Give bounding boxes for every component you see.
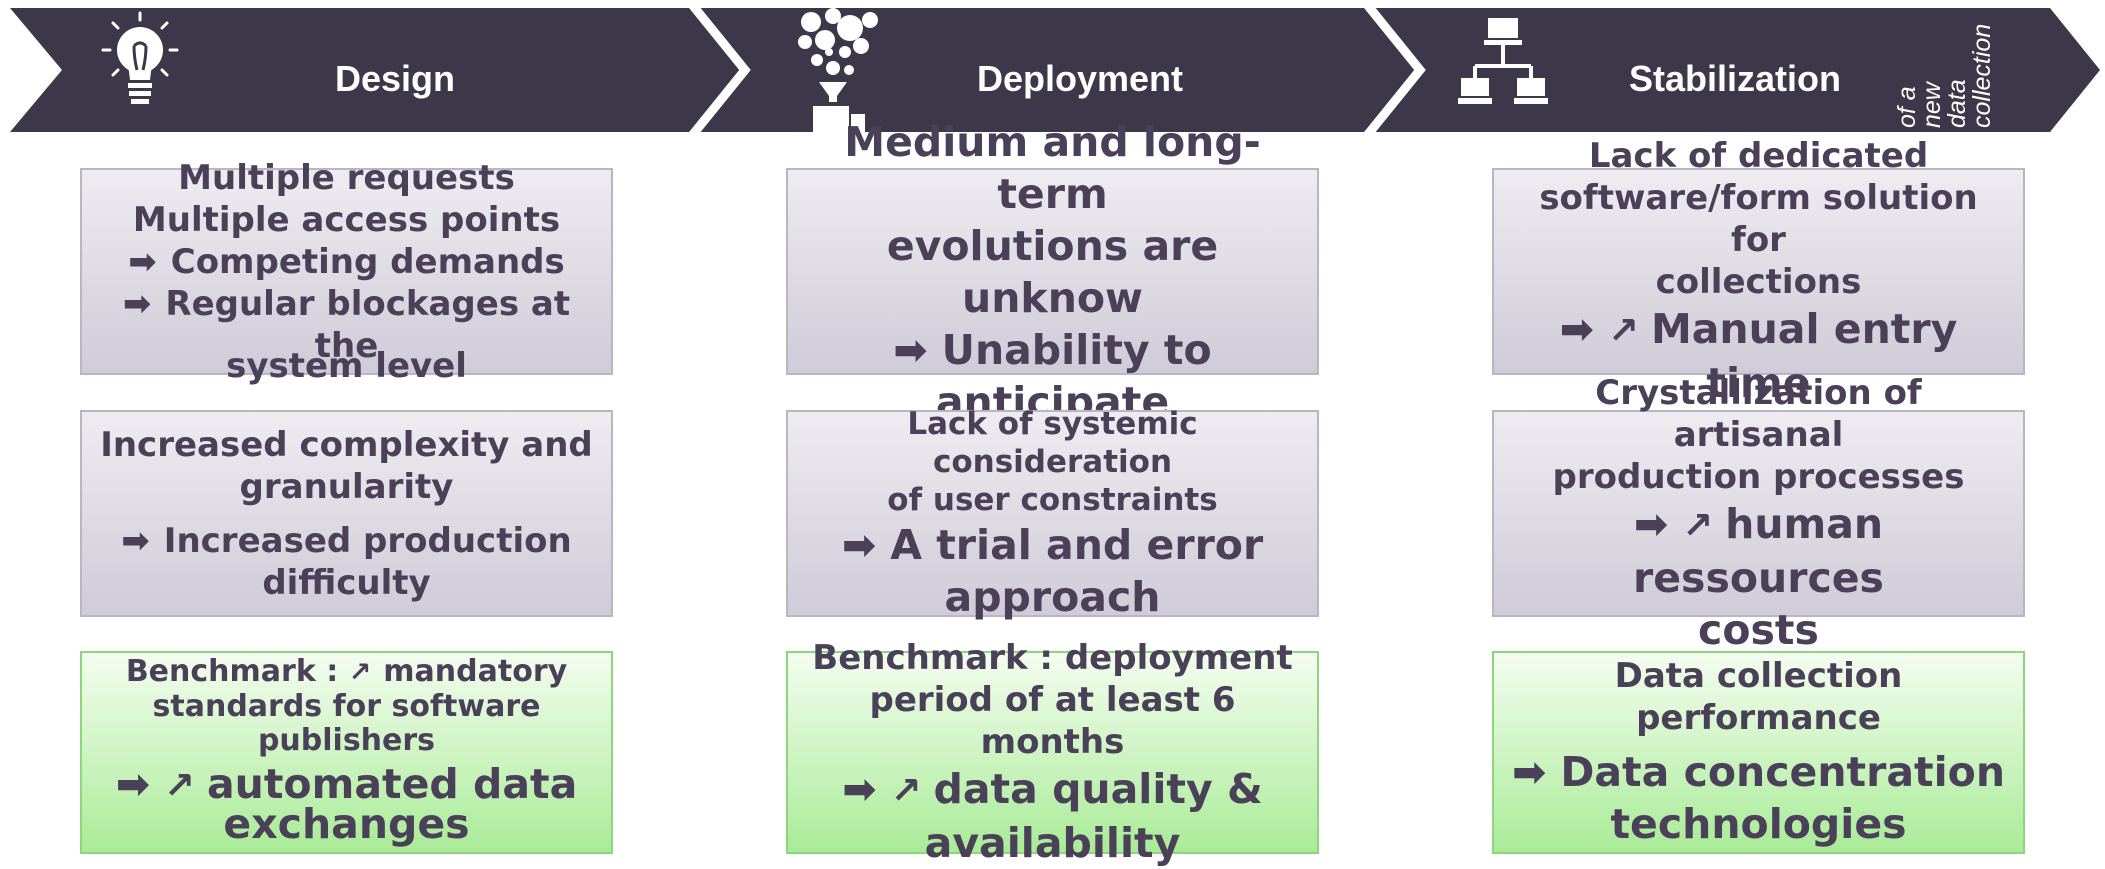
arrow-icon: ➡ [1633, 499, 1669, 548]
box-line: collections [1655, 261, 1862, 302]
box-line-text: Benchmark : [125, 654, 339, 689]
arrow-icon: ➡ [841, 520, 877, 569]
increase-arrow-icon: ↗ [348, 657, 372, 688]
box-line: Benchmark : ↗ mandatory [126, 655, 567, 690]
box-line: Benchmark : deployment [812, 637, 1293, 678]
box-line: granularity [239, 466, 454, 507]
box-line: Lack of systemic consideration [907, 405, 1198, 480]
deployment-issue-box-1: Medium and long-term evolutions are unkn… [786, 118, 1319, 426]
box-line: costs [1698, 605, 1819, 654]
side-note: of a new data collection [1893, 8, 2025, 128]
phase-title-stabilization: Stabilization [1628, 58, 1841, 99]
side-note-line: new [1918, 82, 1946, 128]
data-funnel-icon [798, 8, 878, 140]
box-line: ➡ ↗data quality & [842, 763, 1263, 817]
phase-banner [10, 0, 2100, 140]
arrow-icon: ➡ [122, 283, 152, 324]
box-line-text: data quality & [933, 764, 1263, 813]
stabilization-benchmark-box: Data collection performance ➡ Data concen… [1492, 651, 2025, 854]
lightbulb-icon [101, 11, 179, 104]
box-line: approach [944, 572, 1161, 621]
box-line: ➡ Increased production [121, 520, 571, 562]
box-line: of user constraints [887, 481, 1218, 518]
box-line: technologies [1610, 800, 1907, 848]
box-line-text: human ressources [1633, 499, 1884, 602]
box-line-text: Competing demands [170, 241, 565, 282]
box-line: Lack of dedicated [1588, 135, 1929, 176]
box-line: exchanges [223, 800, 470, 848]
design-issue-box-2: Increased complexity and granularity ➡ In… [80, 410, 613, 617]
network-icon [1458, 18, 1548, 104]
arrow-icon: ➡ [121, 520, 150, 561]
box-line-text: automated data [206, 760, 578, 808]
side-note-line: data [1943, 79, 1971, 128]
box-line-text: Regular blockages at the [165, 283, 571, 366]
arrow-icon: ➡ [842, 764, 877, 813]
box-line: availability [924, 818, 1181, 867]
box-line: ➡ A trial and error [842, 519, 1263, 571]
box-line-text: mandatory [383, 654, 568, 689]
deployment-benchmark-box: Benchmark : deployment period of at leas… [786, 638, 1319, 867]
arrow-icon: ➡ [1511, 748, 1547, 796]
stabilization-issue-box-2: Crystallization of artisanal production … [1492, 373, 2025, 654]
box-line: ➡ ↗Manual entry time [1506, 303, 2011, 409]
chevron-deployment [690, 8, 1420, 132]
box-line: system level [226, 345, 467, 386]
box-line-text: Manual entry time [1650, 304, 1958, 407]
increase-arrow-icon: ↗ [890, 768, 922, 812]
chevron-divider [1361, 0, 1426, 140]
deployment-issue-box-2: Lack of systemic consideration of user c… [786, 406, 1319, 621]
box-line: difficulty [262, 562, 431, 603]
arrow-icon: ➡ [1559, 304, 1595, 353]
box-line: publishers [257, 723, 436, 758]
arrow-icon: ➡ [128, 241, 157, 282]
box-line: standards for software [152, 689, 541, 724]
box-line-text: A trial and error [890, 520, 1264, 569]
stabilization-issue-box-1: Lack of dedicated software/form solution… [1492, 136, 2025, 407]
chevron-divider [686, 0, 751, 140]
box-line: period of at least 6 months [869, 679, 1236, 762]
chevron-stabilization [1365, 8, 2100, 132]
chevron-design [10, 8, 745, 132]
arrow-icon: ➡ [893, 325, 928, 374]
box-line: Data collection performance [1614, 656, 1903, 738]
box-line-text: Increased production [163, 520, 572, 561]
box-line: ➡ Regular blockages at the [94, 283, 599, 367]
phase-title-deployment: Deployment [976, 58, 1184, 99]
side-note-line: of a [1893, 86, 1921, 128]
box-line: Medium and long-term [844, 117, 1261, 218]
box-line: software/form solution for [1539, 177, 1978, 260]
box-line: Increased complexity and [100, 424, 593, 465]
box-line: Multiple requests [178, 157, 515, 198]
box-line: ➡ Data concentration [1512, 746, 2005, 798]
increase-arrow-icon: ↗ [1682, 503, 1714, 547]
box-line: ➡ ↗human ressources [1506, 498, 2011, 604]
arrow-icon: ➡ [115, 760, 151, 808]
design-issue-box-1: Multiple requests Multiple access points… [80, 158, 613, 386]
design-benchmark-box: Benchmark : ↗ mandatory standards for sof… [80, 651, 613, 854]
increase-arrow-icon: ↗ [164, 764, 195, 807]
side-note-line: collection [1968, 23, 1996, 128]
box-line-text: Data concentration [1560, 748, 2006, 796]
phase-title-design: Design [334, 58, 456, 99]
increase-arrow-icon: ↗ [1608, 308, 1639, 352]
box-line: production processes [1552, 456, 1965, 497]
box-line: ➡ ↗ automated data [116, 758, 578, 812]
box-line: evolutions are unknow [886, 221, 1219, 322]
box-line: Multiple access points [132, 199, 561, 240]
box-line: Crystallization of artisanal [1595, 372, 1922, 455]
box-line: ➡ Competing demands [128, 241, 564, 283]
